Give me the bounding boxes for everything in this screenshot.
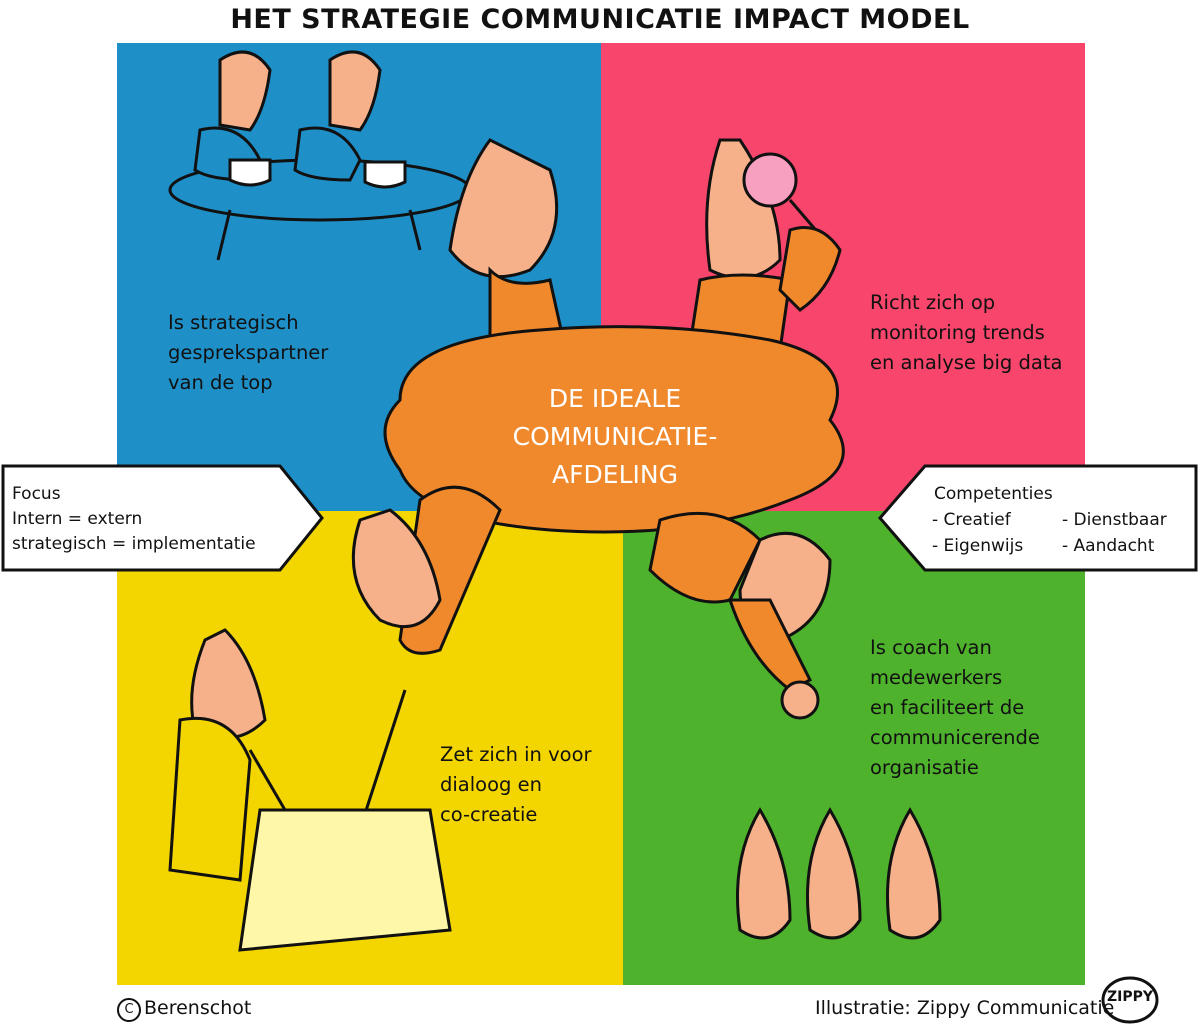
competentie-item: - Dienstbaar [1062, 510, 1167, 530]
drawing-person-illustration [168, 485, 502, 952]
zippy-logo [1101, 976, 1159, 1024]
competentie-item: - Eigenwijs [932, 536, 1024, 556]
competentie-item: - Aandacht [1062, 536, 1155, 556]
quadrant-text-bottom-right: Is coach van medewerkers en faciliteert … [870, 636, 1040, 779]
quadrant-text-top-right: Richt zich op monitoring trends en analy… [870, 291, 1063, 374]
magnifying-glass-person-illustration [688, 138, 842, 352]
focus-line-2: strategisch = implementatie [12, 534, 256, 554]
competenties-title: Competenties [934, 484, 1053, 504]
focus-callout-text: Focus Intern = extern strategisch = impl… [12, 482, 312, 557]
center-label: DE IDEALE COMMUNICATIE- AFDELING [512, 384, 718, 489]
page-title: HET STRATEGIE COMMUNICATIE IMPACT MODEL [230, 4, 970, 35]
illustration-credit: Illustratie: Zippy Communicatie [815, 997, 1115, 1019]
competenties-callout-box [878, 464, 1198, 572]
people-at-table-illustration [168, 50, 472, 261]
focus-line-1: Intern = extern [12, 509, 143, 529]
coach-person-illustration [648, 511, 832, 720]
zippy-logo-text: ZIPPY [1106, 989, 1154, 1005]
copyright-icon: C [117, 998, 141, 1022]
copyright-text: Berenschot [144, 997, 252, 1019]
focus-callout-box [1, 464, 324, 572]
quadrant-text-bottom-left: Zet zich in voor dialoog en co-creatie [440, 743, 592, 826]
competentie-item: - Creatief [932, 510, 1011, 530]
three-employees-illustration [736, 807, 942, 940]
quadrant-text-top-left: Is strategisch gesprekspartner van de to… [168, 311, 329, 394]
focus-title: Focus [12, 484, 61, 504]
competenties-list: - Creatief - Dienstbaar - Eigenwijs - Aa… [932, 507, 1182, 559]
